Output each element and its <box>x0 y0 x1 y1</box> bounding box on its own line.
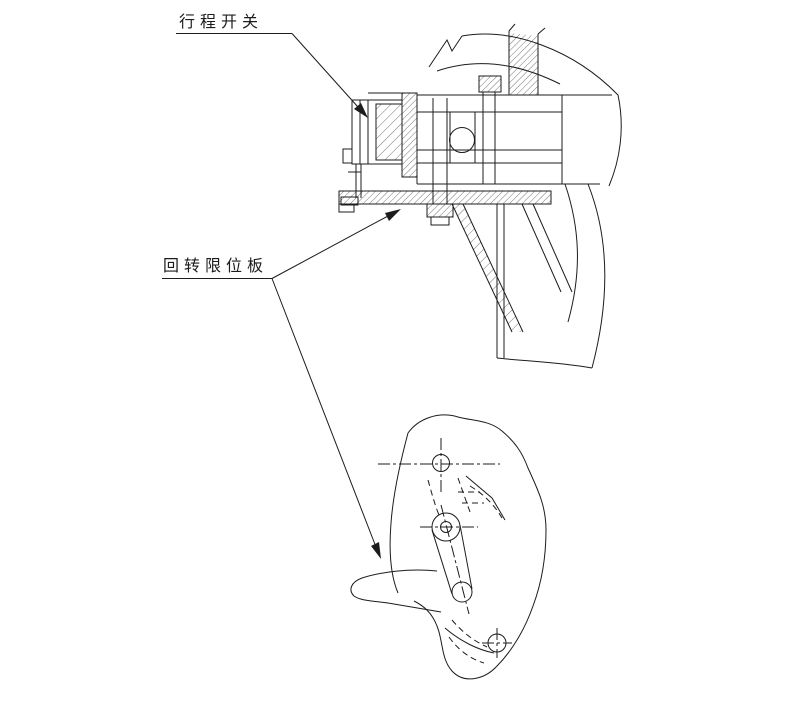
plan-view-drawing <box>350 414 547 680</box>
arrow-limit-plate-section <box>385 209 401 221</box>
arrow-limit-plate-plan <box>371 542 381 559</box>
label-travel-switch: 行程开关 <box>179 14 264 31</box>
arrow-travel-switch <box>354 103 368 118</box>
label-rotation-limit-plate: 回转限位板 <box>163 258 269 275</box>
section-view-drawing <box>338 23 622 369</box>
leader-lines <box>162 33 389 548</box>
arrowheads <box>354 103 401 559</box>
